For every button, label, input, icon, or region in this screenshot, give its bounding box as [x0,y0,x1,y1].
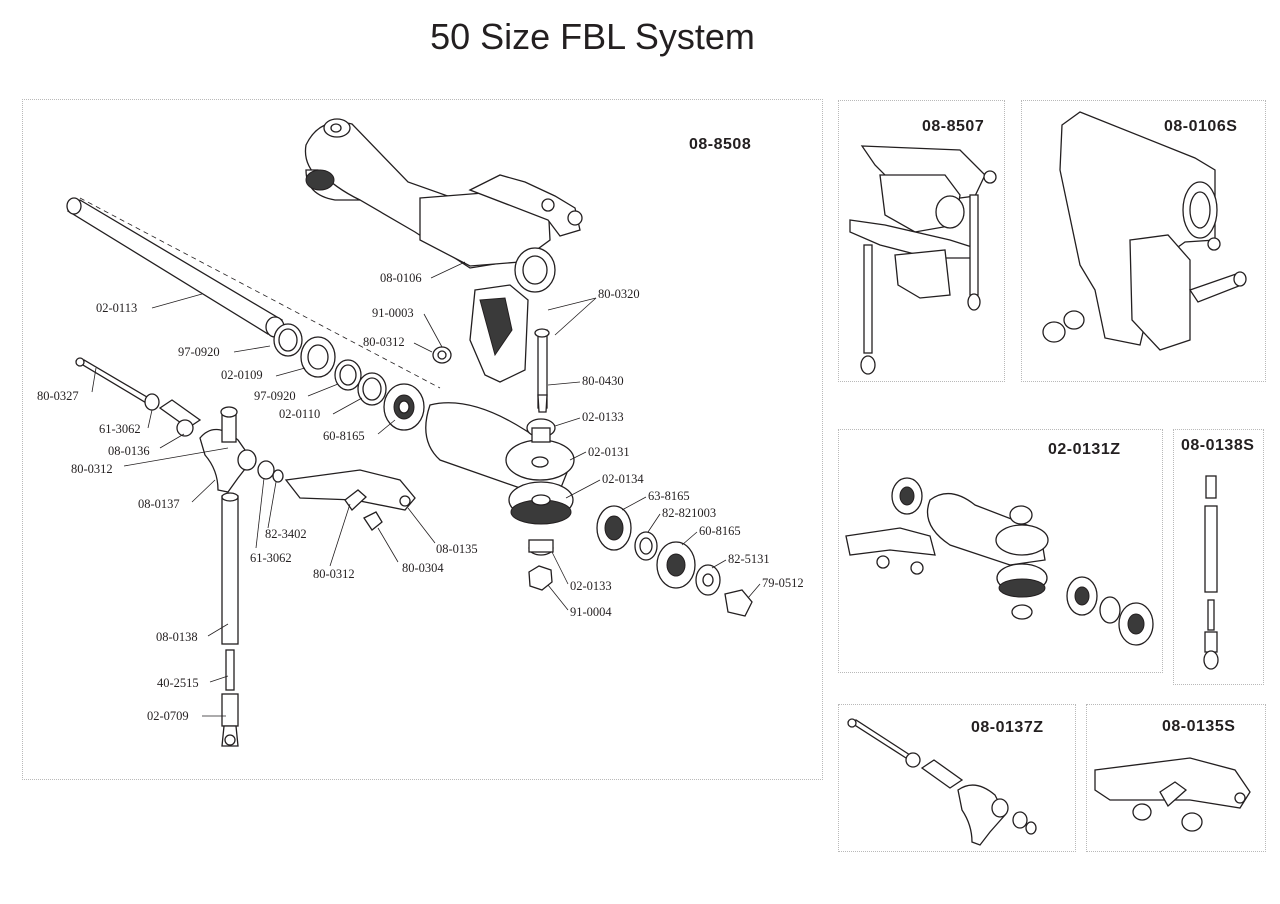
callout-80-0312-left: 80-0312 [71,462,113,476]
callout-08-0137: 08-0137 [138,497,180,511]
callout-02-0134: 02-0134 [602,472,644,486]
callout-80-0312-bottom: 80-0312 [313,567,355,581]
callout-91-0004: 91-0004 [570,605,612,619]
callout-02-0113: 02-0113 [96,301,137,315]
callout-61-3062-a: 61-3062 [99,422,141,436]
callout-63-8165: 63-8165 [648,489,690,503]
sketch-08-0138s [1203,475,1219,670]
kit-code-08-8507: 08-8507 [922,118,985,135]
main-diagram-panel [22,99,823,780]
callout-02-0110: 02-0110 [279,407,320,421]
callout-40-2515: 40-2515 [157,676,199,690]
callout-79-0512: 79-0512 [762,576,804,590]
panel-08-0138s [1173,429,1264,685]
callout-80-0304: 80-0304 [402,561,444,575]
callout-80-0430: 80-0430 [582,374,624,388]
panel-02-0131z [838,429,1163,673]
callout-91-0003: 91-0003 [372,306,414,320]
sketch-08-8507 [849,145,997,375]
callout-02-0133-lower: 02-0133 [570,579,612,593]
callout-97-0920-a: 97-0920 [178,345,220,359]
callout-80-0327: 80-0327 [37,389,79,403]
callout-08-0135: 08-0135 [436,542,478,556]
page-title: 50 Size FBL System [430,16,755,57]
sketch-02-0131z [845,477,1154,646]
sketch-08-0106s [1042,111,1247,351]
kit-code-08-0137z: 08-0137Z [971,719,1044,736]
callout-82-5131: 82-5131 [728,552,770,566]
callout-02-0709: 02-0709 [147,709,189,723]
panel-08-0106s [1021,100,1266,382]
callout-82-3402: 82-3402 [265,527,307,541]
callout-02-0131: 02-0131 [588,445,630,459]
panel-08-0137z [838,704,1076,852]
kit-code-08-0138s: 08-0138S [1181,437,1255,454]
main-callouts: 08-0106 91-0003 80-0312 80-0320 02-0113 … [37,261,804,723]
callout-02-0133-upper: 02-0133 [582,410,624,424]
sketch-08-0137z [847,718,1037,846]
kit-code-08-0135s: 08-0135S [1162,718,1236,735]
callout-02-0109: 02-0109 [221,368,263,382]
sketch-08-0135s [1094,757,1251,832]
callout-61-3062-b: 61-3062 [250,551,292,565]
callout-60-8165-a: 60-8165 [323,429,365,443]
panel-08-8507 [838,100,1005,382]
callout-08-0106: 08-0106 [380,271,422,285]
callout-97-0920-b: 97-0920 [254,389,296,403]
callout-08-0138: 08-0138 [156,630,198,644]
callout-82-821003: 82-821003 [662,506,716,520]
callout-60-8165-b: 60-8165 [699,524,741,538]
callout-80-0320: 80-0320 [598,287,640,301]
callout-80-0312-upper: 80-0312 [363,335,405,349]
kit-code-08-0106s: 08-0106S [1164,118,1238,135]
callout-08-0136: 08-0136 [108,444,150,458]
main-parts [66,118,753,747]
main-kit-code: 08-8508 [689,136,752,153]
panel-08-0135s [1086,704,1266,852]
kit-code-02-0131z: 02-0131Z [1048,441,1121,458]
